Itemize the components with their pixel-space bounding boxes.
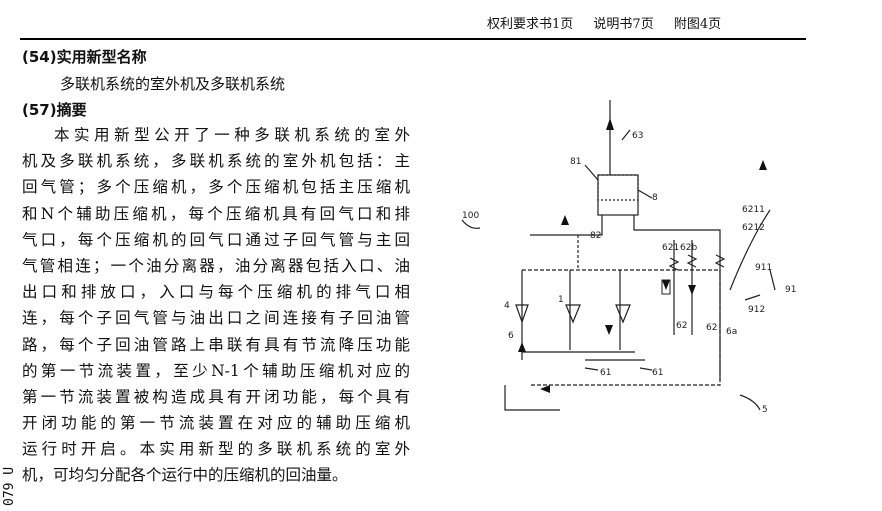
abstract-line: 连，每个子回气管与油出口之间连接有子回油管 <box>22 309 410 328</box>
valve-coil <box>686 254 698 268</box>
compressor <box>565 304 581 324</box>
figure-label: 4 <box>504 301 510 311</box>
leader-line <box>729 209 771 291</box>
figure-label: 81 <box>570 157 581 167</box>
header-meta: 权利要求书1页 说明书7页 附图4页 <box>487 13 737 32</box>
leader-line <box>584 367 599 371</box>
pipe-segment <box>530 215 603 236</box>
figure-label: 912 <box>748 305 765 315</box>
claims-pages: 权利要求书1页 <box>487 17 574 32</box>
schematic-svg: 63 81 8 82 100 6211 621 6212 62b 911 91 … <box>461 100 796 415</box>
valve-body <box>661 279 671 295</box>
valve-coil <box>668 257 680 271</box>
flow-arrow-icon <box>662 280 670 290</box>
figure-label: 61 <box>600 368 611 378</box>
name-heading: (54)实用新型名称 <box>22 48 147 66</box>
compressor <box>615 304 631 324</box>
figure-label: 61 <box>652 368 663 378</box>
flow-arrow-icon <box>561 215 569 225</box>
abstract-line: 第一节流装置被构造成具有开闭功能，每个具有 <box>22 387 410 406</box>
abstract-line: 路，每个子回油管路上串联有具有节流降压功能 <box>22 335 410 354</box>
abstract-line: 气管相连；一个油分离器，油分离器包括入口、油 <box>22 256 410 275</box>
pipe-segment <box>633 215 721 255</box>
figure-label: 6211 <box>742 205 765 215</box>
flow-arrow-icon <box>759 160 767 170</box>
leader-line <box>769 269 776 291</box>
leader-line <box>637 189 653 199</box>
abstract-line: 开闭功能的第一节流装置在对应的辅助压缩机 <box>22 414 410 433</box>
side-publication-code: 079 U <box>2 466 17 506</box>
figure-label: 6a <box>726 327 737 337</box>
description-pages: 说明书7页 <box>593 17 654 32</box>
figure-label: 91 <box>785 285 796 295</box>
flow-arrow-icon <box>605 325 613 335</box>
figure-label: 911 <box>755 263 772 273</box>
figure-label: 82 <box>590 231 601 241</box>
abstract-line: 气口，每个压缩机的回气口通过子回气管与主回 <box>22 230 410 249</box>
abstract-line: 的第一节流装置，至少N-1个辅助压缩机对应的 <box>22 361 410 380</box>
abstract-heading: (57)摘要 <box>22 101 87 119</box>
flow-arrow-icon <box>688 285 696 295</box>
abstract-line: 本实用新型公开了一种多联机系统的室外 <box>54 126 410 144</box>
figure-label: 621 <box>662 243 679 253</box>
abstract-text: 本实用新型公开了一种多联机系统的室外 机及多联机系统，多联机系统的室外机包括：主… <box>22 122 410 489</box>
oil-separator <box>597 174 639 216</box>
figure-label: 100 <box>462 211 479 221</box>
abstract-line: 机及多联机系统，多联机系统的室外机包括：主 <box>22 152 410 171</box>
figure-label: 62 <box>676 321 687 331</box>
system-schematic: 63 81 8 82 100 6211 621 6212 62b 911 91 … <box>430 90 830 420</box>
leader-line <box>461 219 481 229</box>
flow-arrow-icon <box>540 385 550 393</box>
header-rule <box>20 38 806 40</box>
figure-label: 6212 <box>742 223 765 233</box>
leader-line <box>621 129 631 141</box>
valve-coil <box>714 254 726 268</box>
leader-line <box>584 164 599 181</box>
abstract-line: 和N个辅助压缩机，每个压缩机具有回气口和排 <box>22 204 410 223</box>
abstract-line: 机，可均匀分配各个运行中的压缩机的回油量。 <box>22 466 348 485</box>
leader-line <box>744 294 761 301</box>
figure-label: 5 <box>762 405 768 415</box>
figure-label: 62 <box>706 323 717 333</box>
figure-label: 62b <box>680 243 697 253</box>
figure-label: 6 <box>508 331 514 341</box>
figure-label: 63 <box>632 131 643 141</box>
leader-line <box>739 394 761 411</box>
drawing-pages: 附图4页 <box>673 17 722 32</box>
abstract-line: 回气管；多个压缩机，多个压缩机包括主压缩机 <box>22 178 410 197</box>
utility-model-name: 多联机系统的室外机及多联机系统 <box>60 75 286 93</box>
flow-arrow-icon <box>606 118 614 130</box>
abstract-line: 运行时开启。本实用新型的多联机系统的室外 <box>22 440 410 459</box>
pipe-segment <box>504 385 560 411</box>
flow-arrow-icon <box>518 342 526 352</box>
compressor <box>515 304 529 324</box>
figure-label: 1 <box>558 295 564 305</box>
abstract-line: 出口和排放口，入口与每个压缩机的排气口相 <box>22 283 410 302</box>
leader-line <box>639 367 653 371</box>
oil-separator-inner <box>597 174 639 201</box>
figure-label: 8 <box>652 193 658 203</box>
